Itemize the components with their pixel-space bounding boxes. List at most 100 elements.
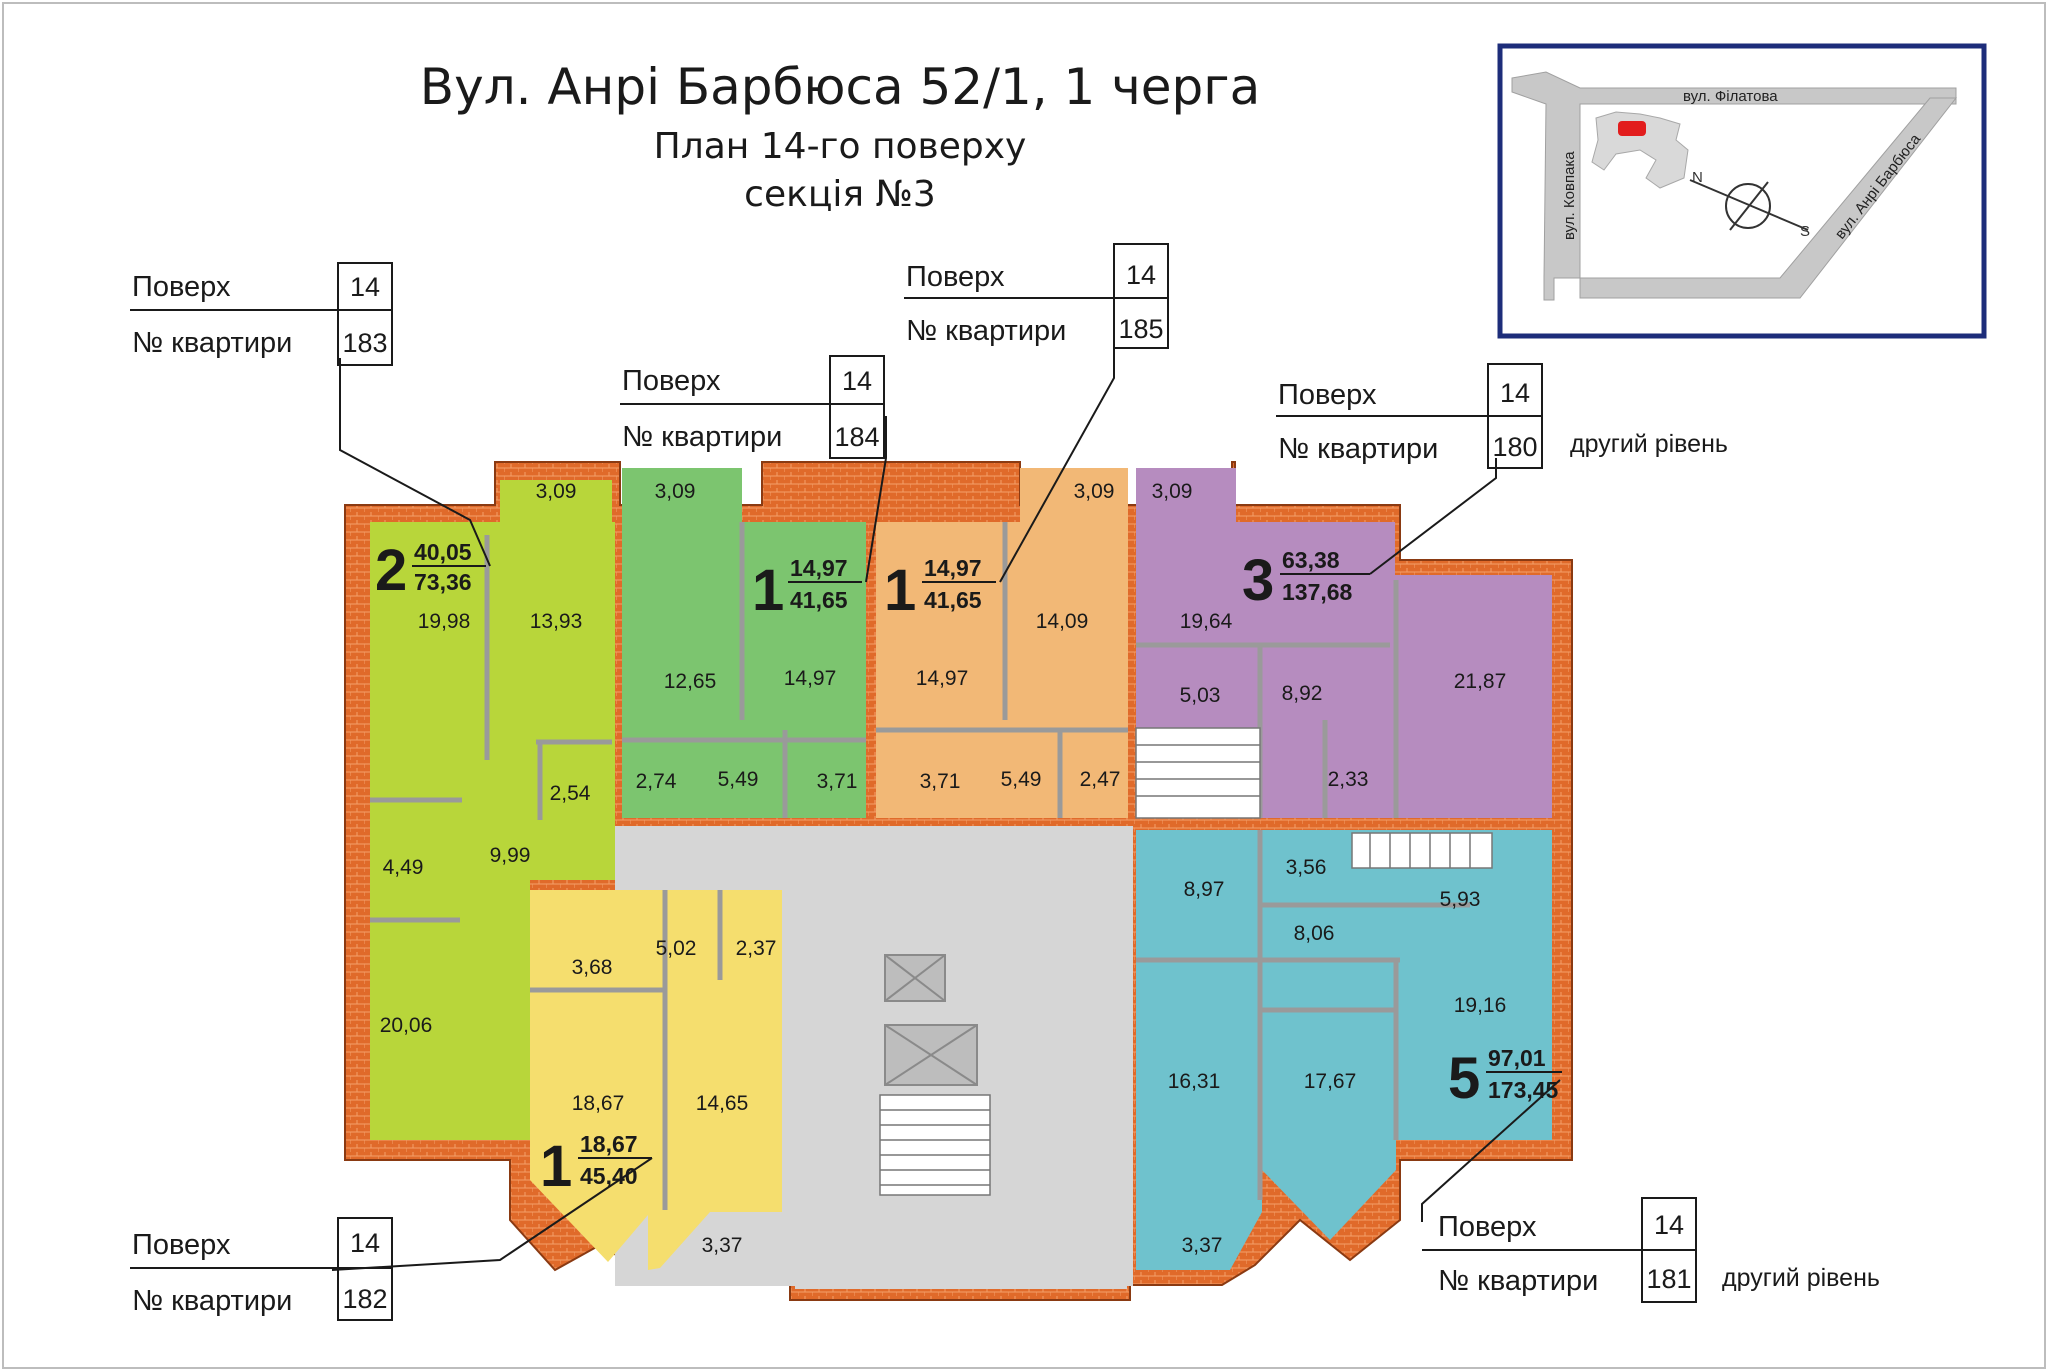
apartment-badge-181: 5 97,01 173,45	[1448, 1045, 1562, 1111]
current-section-marker	[1618, 121, 1646, 136]
floor-number: 14	[842, 366, 872, 396]
callout-leaders	[331, 348, 1561, 1271]
room-area-label: 3,37	[1182, 1234, 1223, 1257]
apartment-badge-182: 1 18,67 45,40	[540, 1131, 652, 1199]
total-area: 137,68	[1282, 579, 1353, 605]
room-area-label: 3,09	[655, 480, 696, 503]
room-area-label: 13,93	[530, 610, 583, 633]
apartment-number: 180	[1492, 432, 1537, 462]
compass-north-label: N	[1692, 169, 1703, 186]
apartment-label: № квартири	[1438, 1265, 1598, 1297]
rooms-count: 1	[884, 558, 916, 623]
room-area-label: 3,71	[817, 770, 858, 793]
street-barbusa-shape	[1579, 97, 1958, 299]
room-area-label: 9,99	[490, 844, 531, 867]
floor-number: 14	[1654, 1210, 1684, 1240]
floor-label: Поверх	[132, 271, 231, 303]
street-filatova-label: вул. Філатова	[1683, 88, 1778, 105]
callout-183: Поверх № квартири 14 183	[130, 262, 393, 366]
room-area-label: 19,98	[418, 610, 471, 633]
apartment-label: № квартири	[132, 327, 292, 359]
apartment-182-area	[530, 890, 782, 1270]
living-area: 40,05	[414, 539, 472, 565]
floor-label: Поверх	[906, 261, 1005, 293]
apartment-badge-184: 1 14,97 41,65	[752, 555, 862, 623]
callout-181: Поверх № квартири 14 181 другий рівень	[1422, 1197, 1880, 1303]
apartment-badge-180: 3 63,38 137,68	[1242, 547, 1370, 613]
room-area-label: 3,71	[920, 770, 961, 793]
room-area-label: 5,93	[1440, 888, 1481, 911]
room-labels: 3,09 19,98 13,93 2,54 4,49 9,99 20,06 3,…	[380, 480, 1507, 1257]
apartment-label: № квартири	[132, 1285, 292, 1317]
elevator-shafts	[884, 954, 978, 1086]
room-area-label: 2,74	[636, 770, 677, 793]
apartment-badge-183: 2 40,05 73,36	[375, 538, 486, 603]
room-area-label: 3,56	[1286, 856, 1327, 879]
room-area-label: 14,97	[916, 667, 969, 690]
stairs-icon	[1135, 727, 1493, 869]
living-area: 63,38	[1282, 547, 1340, 573]
room-area-label: 14,09	[1036, 610, 1089, 633]
room-area-label: 8,97	[1184, 878, 1225, 901]
room-area-label: 19,64	[1180, 610, 1233, 633]
floor-number: 14	[350, 1228, 380, 1258]
room-area-label: 17,67	[1304, 1070, 1357, 1093]
room-area-label: 20,06	[380, 1014, 433, 1037]
callout-182: Поверх № квартири 14 182	[130, 1217, 393, 1321]
callout-180: Поверх № квартири 14 180 другий рівень	[1276, 363, 1728, 469]
room-area-label: 16,31	[1168, 1070, 1221, 1093]
room-area-label: 12,65	[664, 670, 717, 693]
second-level-note: другий рівень	[1570, 430, 1728, 458]
apartment-label: № квартири	[1278, 433, 1438, 465]
room-area-label: 8,92	[1282, 682, 1323, 705]
apartment-183-area	[370, 480, 615, 1140]
total-area: 73,36	[414, 569, 472, 595]
apartment-badge-185: 1 14,97 41,65	[884, 555, 996, 623]
apartment-number: 183	[342, 328, 387, 358]
room-area-label: 18,67	[572, 1092, 625, 1115]
apartment-number: 185	[1118, 314, 1163, 344]
floor-label: Поверх	[1438, 1211, 1537, 1243]
room-area-label: 5,02	[656, 937, 697, 960]
apartment-callouts: Поверх № квартири 14 183 Поверх № кварти…	[130, 243, 1880, 1321]
rooms-count: 2	[375, 538, 407, 603]
callout-185: Поверх № квартири 14 185	[904, 243, 1169, 349]
plan-subtitle-section: секція №3	[744, 174, 936, 215]
apartment-label: № квартири	[906, 315, 1066, 347]
living-area: 97,01	[1488, 1045, 1546, 1071]
apartment-number: 184	[834, 422, 879, 452]
rooms-count: 3	[1242, 548, 1274, 613]
total-area: 173,45	[1488, 1077, 1559, 1103]
room-area-label: 2,54	[550, 782, 591, 805]
apartment-number: 182	[342, 1284, 387, 1314]
room-area-label: 5,03	[1180, 684, 1221, 707]
room-area-label: 2,33	[1328, 768, 1369, 791]
room-area-label: 2,37	[736, 937, 777, 960]
room-area-label: 5,49	[718, 768, 759, 791]
plan-subtitle-floor: План 14-го поверху	[653, 126, 1027, 167]
interior-walls	[370, 522, 1470, 1210]
room-area-label: 3,68	[572, 956, 613, 979]
room-area-label: 3,37	[702, 1234, 743, 1257]
room-area-label: 14,65	[696, 1092, 749, 1115]
room-area-label: 4,49	[383, 856, 424, 879]
street-kovpaka-label: вул. Ковпака	[1561, 151, 1578, 240]
living-area: 18,67	[580, 1131, 638, 1157]
rooms-count: 1	[752, 558, 784, 623]
second-level-note: другий рівень	[1722, 1264, 1880, 1292]
room-area-label: 3,09	[536, 480, 577, 503]
room-area-label: 21,87	[1454, 670, 1507, 693]
room-area-label: 5,49	[1001, 768, 1042, 791]
apartment-label: № квартири	[622, 421, 782, 453]
building-complex-shape	[1591, 111, 1689, 189]
apartment-badges: 2 40,05 73,36 1 14,97 41,65 1 14,97 41,6…	[375, 538, 1562, 1199]
location-map: N S вул. Філатова вул. Ковпака вул. Анрі…	[1497, 43, 1987, 339]
room-area-label: 19,16	[1454, 994, 1507, 1017]
floor-label: Поверх	[132, 1229, 231, 1261]
plan-title: Вул. Анрі Барбюса 52/1, 1 черга	[419, 58, 1261, 116]
room-area-label: 2,47	[1080, 768, 1121, 791]
street-kovpaka-shape	[1511, 71, 1957, 301]
